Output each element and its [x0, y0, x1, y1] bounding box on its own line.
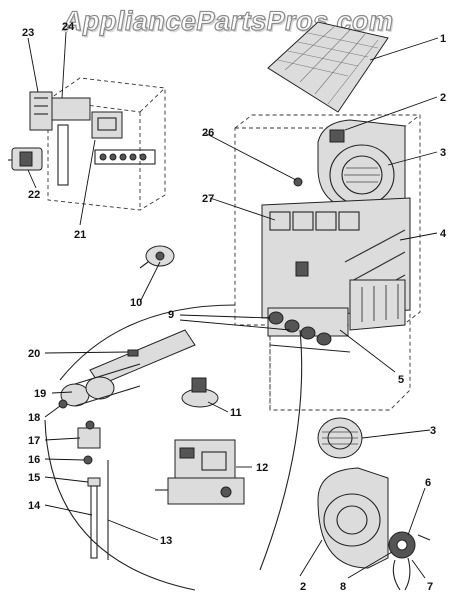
relay-part: [29, 91, 53, 131]
callout-labels: 1 2 3 4 5 6 7 8 9 10 11 12 13 14 15 16 1…: [22, 21, 447, 593]
callout-2: 2: [440, 92, 446, 104]
callout-4: 4: [440, 228, 447, 240]
callout-8: 8: [340, 581, 346, 593]
callout-13: 13: [160, 535, 172, 547]
callout-19: 19: [34, 388, 46, 400]
callout-12: 12: [256, 462, 268, 474]
callout-14: 14: [28, 500, 41, 512]
callout-9: 9: [168, 309, 174, 321]
rollout-switch-part: [181, 377, 219, 408]
callout-11: 11: [230, 407, 242, 419]
igniter-bracket-part: [77, 420, 101, 465]
callout-16: 16: [28, 454, 40, 466]
callout-3: 3: [440, 147, 446, 159]
callout-24: 24: [62, 21, 75, 33]
callout-27: 27: [202, 193, 214, 205]
callout-21: 21: [74, 229, 86, 241]
switch-icon: [8, 147, 43, 171]
blower-motor-part: [388, 531, 431, 591]
callout-6: 6: [425, 477, 431, 489]
gas-valve-icon: [155, 439, 245, 505]
burner-assembly: [267, 307, 351, 353]
callout-23: 23: [22, 27, 34, 39]
callout-18: 18: [28, 412, 40, 424]
heat-exchanger-icon: [261, 177, 411, 331]
callout-20: 20: [28, 348, 40, 360]
flame-sensor-part: [87, 460, 109, 560]
callout-26: 26: [202, 127, 214, 139]
screw-part: [58, 399, 68, 409]
callout-1: 1: [440, 33, 446, 45]
blower-housing-part: [317, 467, 389, 569]
callout-22: 22: [28, 189, 40, 201]
detail-view: [44, 304, 303, 591]
callout-7: 7: [427, 581, 433, 593]
limit-switch-part: [139, 245, 175, 269]
terminal-strip: [94, 149, 156, 165]
leader-lines: [27, 31, 439, 579]
blower-wheel-icon: [317, 417, 363, 459]
filter-icon: [267, 21, 389, 113]
callout-10: 10: [130, 297, 142, 309]
callout-2-lower: 2: [300, 581, 306, 593]
burner-part: [60, 363, 141, 407]
control-box: [47, 77, 166, 211]
callout-3-lower: 3: [430, 425, 436, 437]
callout-17: 17: [28, 435, 40, 447]
callout-5: 5: [398, 374, 404, 386]
blower-assembly-top: [317, 119, 406, 212]
callout-15: 15: [28, 472, 40, 484]
